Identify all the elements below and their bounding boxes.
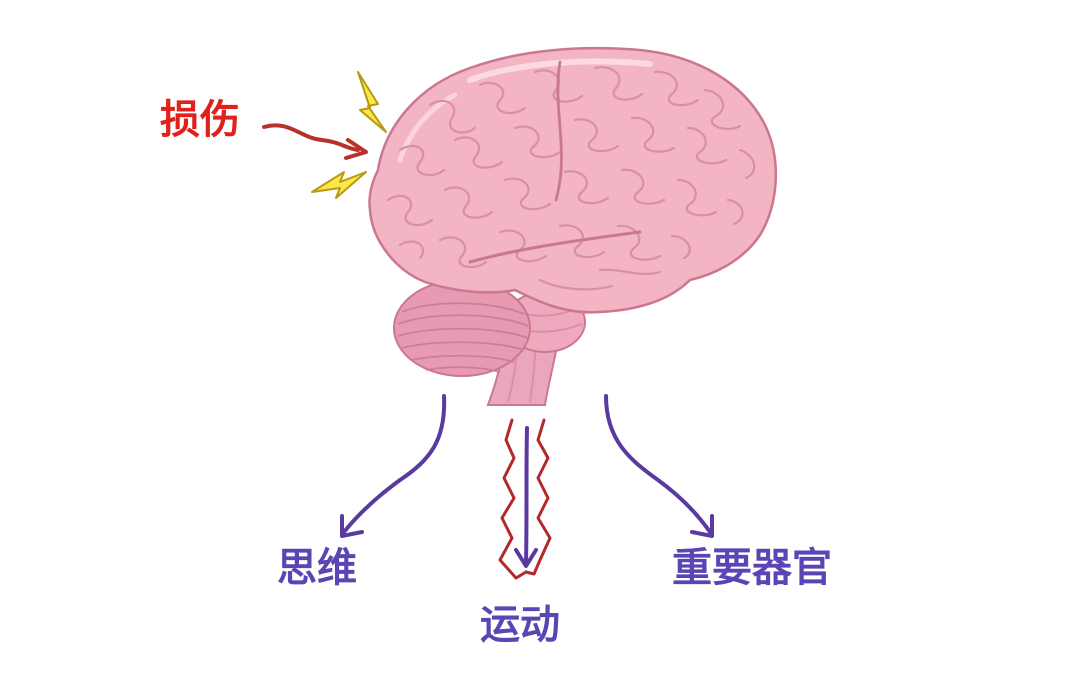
thinking-label: 思维: [277, 545, 357, 591]
organs-label: 重要器官: [672, 545, 832, 591]
injury-label: 损伤: [160, 97, 240, 143]
injury-arrow-icon: [262, 123, 368, 160]
arrow-to-motion-icon: [514, 426, 538, 568]
arrow-to-organs-icon: [604, 394, 714, 538]
cerebrum: [368, 46, 778, 314]
lightning-bolt-icon: [357, 71, 387, 133]
brain-folds: [386, 66, 756, 291]
arrow-to-thinking-icon: [340, 394, 447, 538]
brain-illustration: [368, 46, 778, 406]
cerebellum: [393, 279, 531, 377]
zigzag-line-icon: [498, 418, 552, 580]
motion-label: 运动: [480, 602, 560, 648]
lightning-bolt-icon: [311, 171, 367, 199]
